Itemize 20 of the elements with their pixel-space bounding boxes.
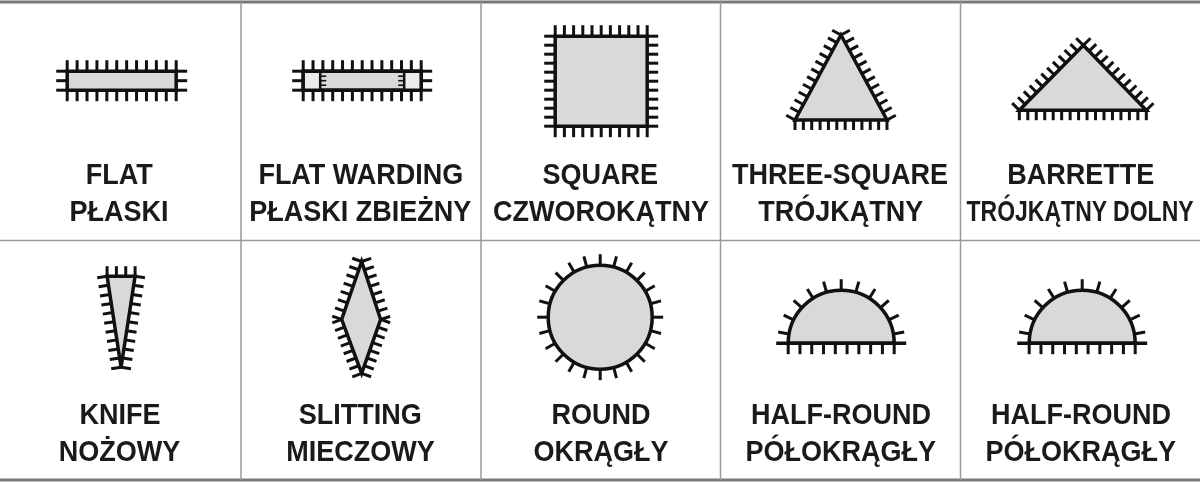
profile-name-translation: PŁASKI (70, 193, 169, 229)
profile-name: HALF-ROUND (990, 396, 1171, 432)
profile-name-translation: MIECZOWY (286, 433, 435, 469)
profile-name: SQUARE (542, 156, 659, 192)
profile-name: BARRETTE (1007, 156, 1154, 192)
profile-name: SLITTING (299, 396, 422, 432)
profile-name-translation: NOŻOWY (58, 433, 181, 469)
profile-name-translation: OKRĄGŁY (533, 433, 668, 469)
profile-name-translation: PÓŁOKRĄGŁY (745, 433, 936, 469)
profile-name-translation: TRÓJKĄTNY (758, 193, 923, 229)
profile-name-translation: PŁASKI ZBIEŻNY (249, 193, 472, 229)
profile-name: HALF-ROUND (750, 396, 931, 432)
profile-name: KNIFE (79, 396, 160, 432)
profile-name: FLAT (86, 156, 153, 192)
profile-name: THREE-SQUARE (732, 156, 949, 192)
profile-name: FLAT WARDING (258, 156, 463, 192)
profile-name: ROUND (551, 396, 650, 432)
profile-name-translation: TRÓJKĄTNY DOLNY (966, 193, 1195, 229)
profile-name-translation: PÓŁOKRĄGŁY (985, 433, 1176, 469)
profile-name-translation: CZWOROKĄTNY (492, 193, 709, 229)
